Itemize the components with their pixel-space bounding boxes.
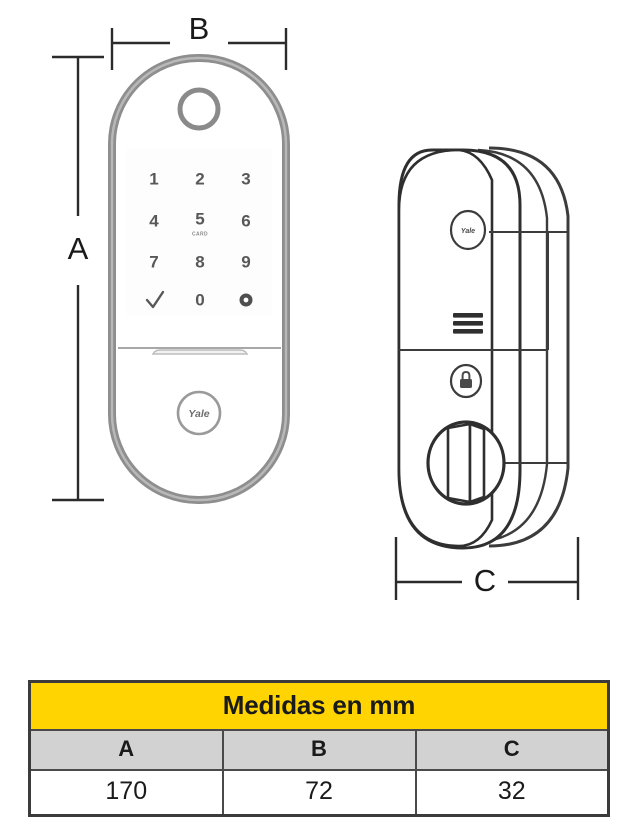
measurements-table: Medidas en mm A B C 170 72 32 <box>28 680 610 817</box>
front-panel-tab <box>151 349 249 355</box>
keypad[interactable]: 1 2 3 4 5 6 CARD 7 8 9 0 <box>145 169 253 309</box>
table-title-row: Medidas en mm <box>28 680 610 731</box>
front-brand-logo: Yale <box>176 390 222 436</box>
speaker-grille-icon <box>453 313 483 334</box>
key-8[interactable]: 8 <box>195 252 204 271</box>
key-6[interactable]: 6 <box>241 211 250 230</box>
dimension-b: B <box>110 11 288 70</box>
table-value-b: 72 <box>221 769 417 817</box>
key-1[interactable]: 1 <box>149 169 158 188</box>
interior-brand-text: Yale <box>461 228 475 235</box>
front-body-inner-edge <box>110 56 288 502</box>
key-circle-icon[interactable] <box>239 293 253 307</box>
dimension-a: A <box>52 55 104 502</box>
key-9[interactable]: 9 <box>241 252 250 271</box>
table-value-c: 32 <box>414 769 610 817</box>
key-check-icon[interactable] <box>145 290 165 309</box>
key-2[interactable]: 2 <box>195 169 204 188</box>
lock-button-icon[interactable] <box>449 363 483 399</box>
key-5[interactable]: 5 <box>195 209 204 228</box>
table-header-row: A B C <box>28 729 610 771</box>
table-header-b: B <box>221 729 417 771</box>
table-title-cell: Medidas en mm <box>28 680 610 731</box>
dimension-c: C <box>394 537 580 600</box>
measurements-table-container: Medidas en mm A B C 170 72 32 <box>28 680 610 817</box>
dimension-b-label: B <box>189 11 210 46</box>
table-header-c: C <box>414 729 610 771</box>
thumbturn-knob-icon[interactable] <box>426 420 506 506</box>
dimension-c-label: C <box>474 563 496 598</box>
front-exterior-keypad-view: 1 2 3 4 5 6 CARD 7 8 9 0 <box>108 54 290 504</box>
key-7[interactable]: 7 <box>149 252 158 271</box>
fingerprint-reader-icon[interactable] <box>177 87 221 131</box>
keypad-panel[interactable] <box>126 148 272 316</box>
key-4[interactable]: 4 <box>149 211 159 230</box>
interior-brand-logo: Yale <box>449 209 487 251</box>
front-brand-text: Yale <box>188 408 209 420</box>
key-3[interactable]: 3 <box>241 169 250 188</box>
table-value-row: 170 72 32 <box>28 769 610 817</box>
card-label: CARD <box>192 231 208 237</box>
table-value-a: 170 <box>28 769 224 817</box>
diagram-svg: B A <box>52 11 580 600</box>
table-header-a: A <box>28 729 224 771</box>
interior-thumbturn-view: Yale <box>397 146 570 550</box>
lock-dimension-diagram: B A <box>52 11 580 600</box>
dimension-a-label: A <box>68 231 89 266</box>
key-0[interactable]: 0 <box>195 290 204 309</box>
